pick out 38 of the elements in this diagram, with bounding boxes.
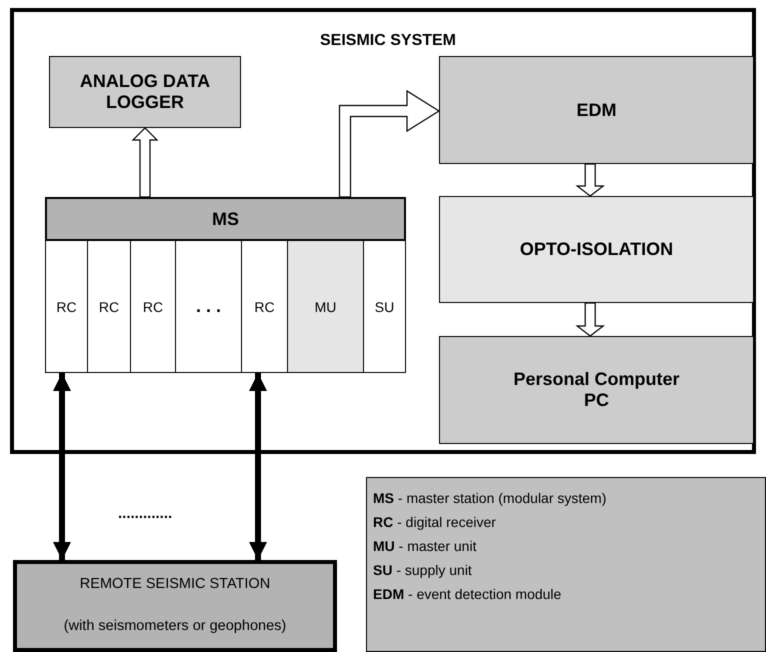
box-label: . . . — [196, 296, 221, 317]
box-label: RC — [254, 298, 275, 314]
process-box — [439, 336, 754, 444]
box-label: Personal Computer PC — [512, 369, 681, 411]
box-label: RC — [142, 298, 164, 314]
legend-panel — [366, 477, 766, 652]
hollow-arrow — [338, 90, 440, 198]
box-note: (with seismometers or geophones) — [64, 618, 286, 634]
box-label: OPTO-ISOLATION — [520, 239, 674, 260]
hollow-arrow — [575, 163, 605, 197]
box-label: REMOTE SEISMIC STATION — [80, 576, 270, 592]
box-label: MU — [314, 298, 336, 314]
legend-entry: RC - digital receiver — [373, 513, 496, 532]
frame-title: SEISMIC SYSTEM — [320, 32, 456, 50]
box-label: MS — [212, 208, 239, 230]
hollow-arrow — [575, 302, 605, 337]
hollow-arrow — [132, 127, 158, 198]
double-arrow — [249, 373, 267, 560]
legend-entry: MU - master unit — [373, 537, 476, 556]
legend-entry: SU - supply unit — [373, 561, 472, 580]
box-label: RC — [98, 298, 120, 314]
station-bar — [45, 197, 406, 241]
module-slot — [45, 240, 88, 373]
module-slot — [287, 240, 364, 373]
system-frame — [10, 8, 756, 454]
box-label: ANALOG DATA LOGGER — [79, 71, 211, 113]
double-arrow — [53, 373, 71, 560]
station-box — [13, 560, 337, 652]
box-label: RC — [56, 298, 77, 314]
process-box — [439, 56, 754, 164]
ellipsis-mark: ............. — [118, 505, 172, 522]
legend-entry: MS - master station (modular system) — [373, 489, 606, 508]
process-box — [439, 196, 754, 303]
legend-entry: EDM - event detection module — [373, 585, 562, 604]
module-slot — [363, 240, 406, 373]
box-label: EDM — [576, 100, 616, 120]
box-label: SU — [374, 298, 394, 314]
process-box — [49, 56, 241, 128]
